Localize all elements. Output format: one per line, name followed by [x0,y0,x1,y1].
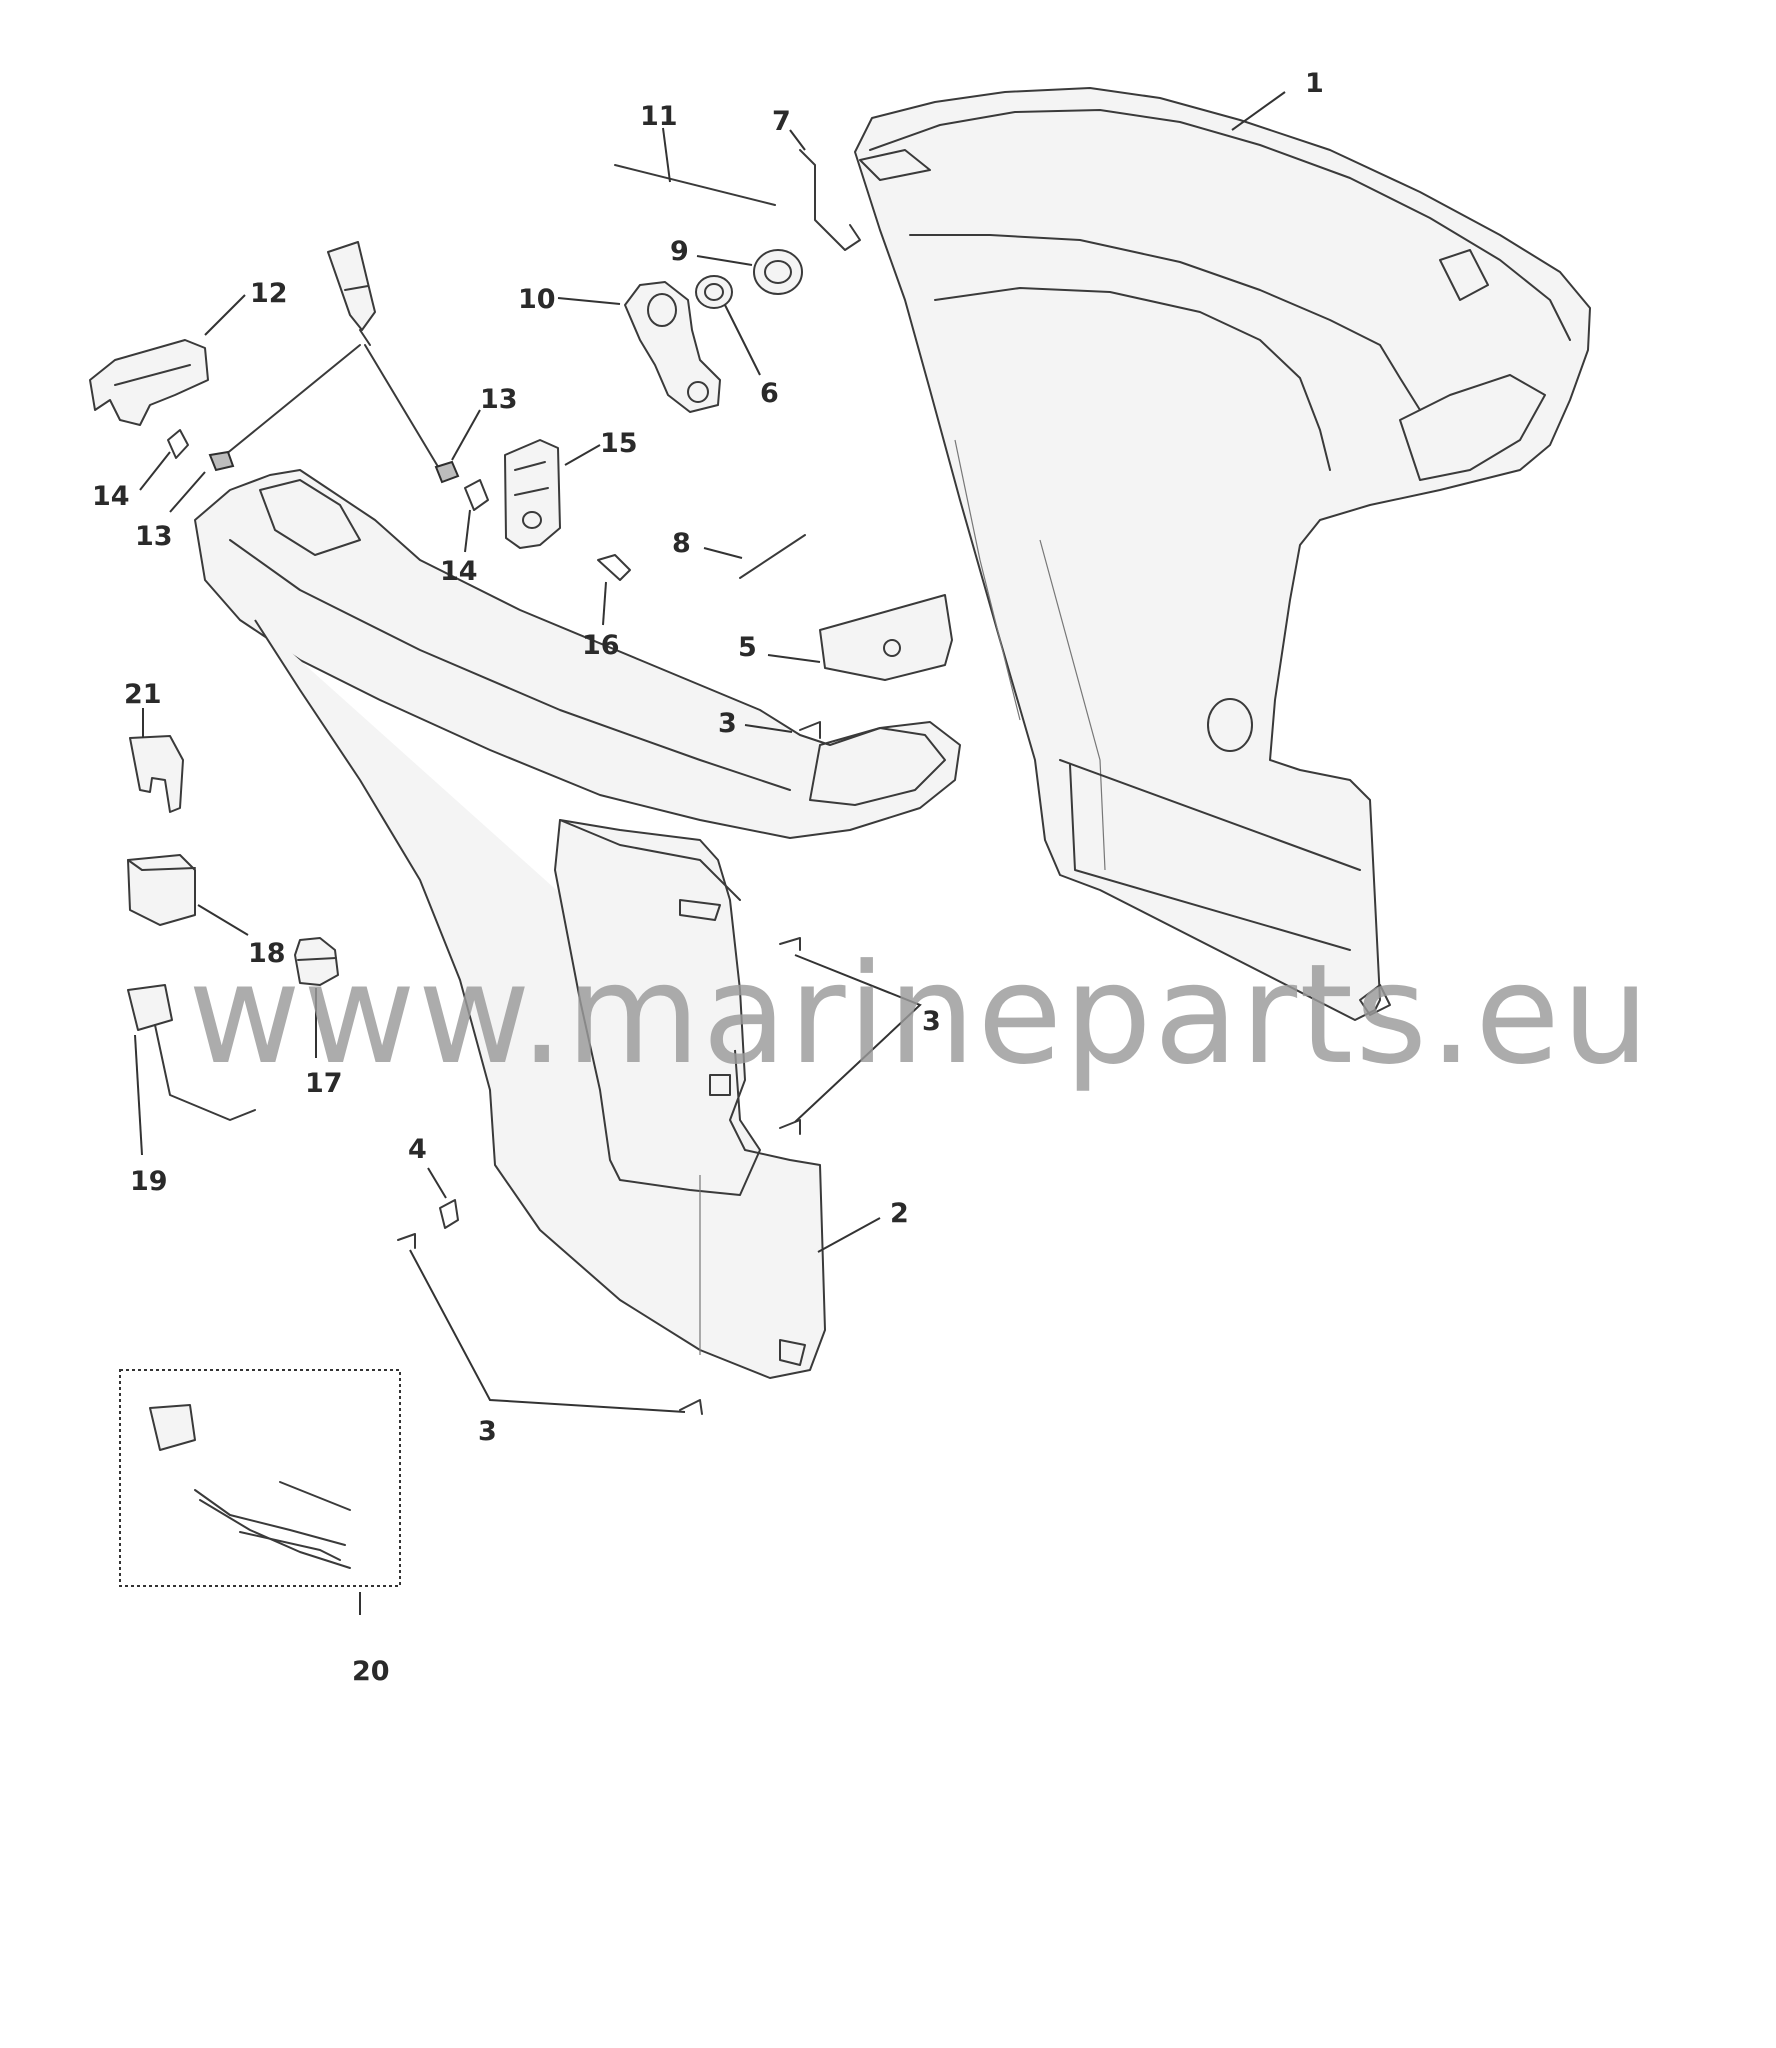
callout-18: 18 [248,938,286,969]
leader-3-group-lower [409,1249,686,1413]
callout-7: 7 [772,106,791,137]
leader-14-left [139,451,171,491]
callout-3-upper: 3 [718,708,737,739]
leader-tube-b [364,344,441,471]
callout-11: 11 [640,101,678,132]
cap-part-17 [294,937,339,986]
callout-1: 1 [1305,68,1324,99]
sealant-tube [327,241,376,346]
bolt-part-16 [597,554,631,581]
leader-2 [817,1217,881,1253]
handle-part-12 [89,339,209,426]
leader-12 [204,294,246,336]
lever-part-10 [624,281,721,413]
leader-1 [1231,91,1286,131]
callout-20: 20 [352,1656,390,1687]
callout-19: 19 [130,1166,168,1197]
switch-part-18 [127,854,196,926]
leader-13-left [169,471,206,513]
callout-14-right: 14 [440,556,478,587]
nut-part-13-left [208,450,235,472]
pin-part-8 [739,534,806,579]
callout-16: 16 [582,630,620,661]
rod-part-11 [614,164,776,206]
leader-tube-a [224,344,361,456]
leader-8 [703,547,743,559]
washer-part-14-right [464,479,489,511]
screw-part-3-upper [799,721,821,739]
callout-5: 5 [738,632,757,663]
callout-17: 17 [305,1068,343,1099]
bracket-part-5 [819,594,953,681]
callout-15: 15 [600,428,638,459]
lower-cowl-part [254,619,826,1379]
screw-part-3-lower-b [679,1399,703,1415]
leader-13-right [451,409,481,461]
leader-15 [564,444,601,466]
leader-18 [197,904,249,936]
lower-cowl-frame [194,469,961,839]
callout-3-mid: 3 [922,1006,941,1037]
leader-11 [662,127,671,183]
nut-part-13-right [434,460,460,484]
leader-16 [602,581,607,626]
callout-9: 9 [670,236,689,267]
leader-3-upper [744,724,793,733]
leader-19 [134,1034,143,1156]
screw-part-3-lower-a [397,1233,416,1249]
screw-part-3-mid-b [779,1119,801,1135]
grommet-part-9 [753,249,803,295]
callout-2: 2 [890,1198,909,1229]
leader-4 [427,1167,447,1199]
upper-cowl-part [854,87,1591,1021]
callout-12: 12 [250,278,288,309]
leader-10 [557,297,621,305]
watermark-text: www.marineparts.eu [188,934,1651,1095]
clip-part-21 [129,735,184,813]
callout-10: 10 [518,284,556,315]
washer-part-4 [439,1199,459,1229]
callout-3-lower: 3 [478,1416,497,1447]
leader-7 [789,129,806,151]
plate-part-15 [504,439,561,549]
callout-13-left: 13 [135,521,173,552]
callout-21: 21 [124,679,162,710]
callout-6: 6 [760,378,779,409]
leader-9 [696,255,753,266]
spring-clip-part-7 [799,149,861,251]
leader-5 [767,654,821,663]
switch-harness-part-19 [127,984,256,1121]
callout-8: 8 [672,528,691,559]
callout-14-left: 14 [92,481,130,512]
screw-part-3-mid-a [779,937,801,951]
leader-14-right [464,509,471,553]
kit-inset-part-20 [119,1369,401,1587]
callout-4: 4 [408,1134,427,1165]
callout-13-right: 13 [480,384,518,415]
leader-3-group-mid [794,954,922,1123]
washer-part-14-left [167,429,189,459]
washer-part-6 [695,275,733,309]
leader-6 [724,304,761,376]
